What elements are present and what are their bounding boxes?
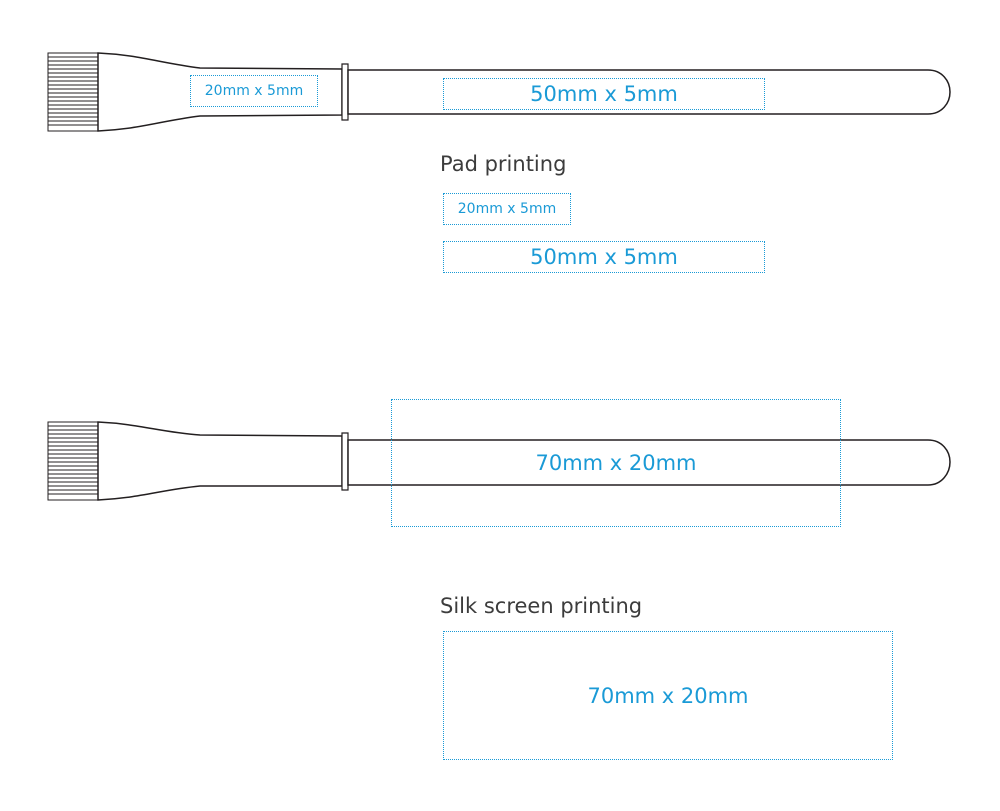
pen-barrel (347, 439, 951, 486)
silk-legend-area: 70mm x 20mm (443, 631, 893, 760)
pad-legend-small-area: 20mm x 5mm (443, 193, 571, 225)
pen-ribbed-end (47, 52, 99, 132)
pen-grip (97, 421, 343, 501)
silk-screen-printing-title: Silk screen printing (440, 594, 643, 618)
pen1-barrel-print-area: 50mm x 5mm (443, 78, 765, 110)
pen-barrel (347, 69, 951, 115)
pen2-print-area: 70mm x 20mm (391, 399, 841, 527)
pen-drawing-pad (47, 52, 951, 132)
pen-ribbed-end (47, 421, 99, 501)
pen-band (341, 63, 349, 121)
pen-drawing-silk (47, 421, 951, 501)
pen-band (341, 432, 349, 491)
pen1-grip-print-area: 20mm x 5mm (190, 75, 318, 107)
pad-printing-title: Pad printing (440, 152, 567, 176)
pad-legend-large-area: 50mm x 5mm (443, 241, 765, 273)
